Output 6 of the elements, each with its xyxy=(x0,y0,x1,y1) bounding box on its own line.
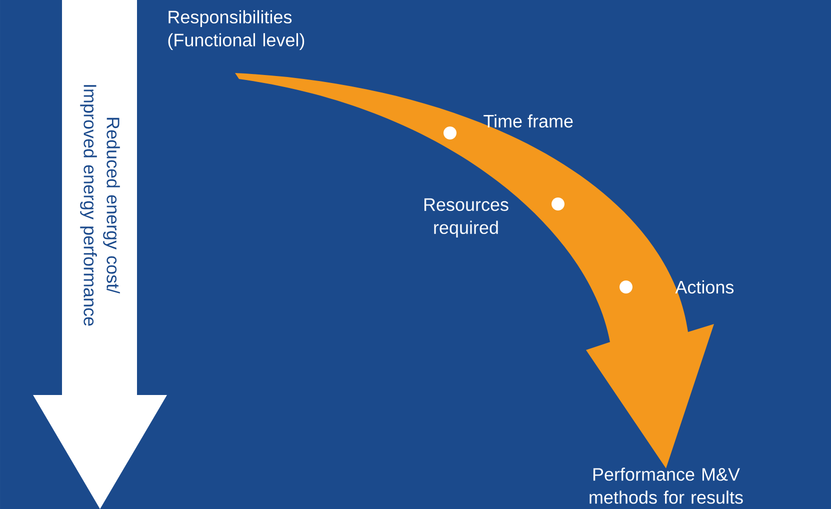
text-label: Responsibilities (Functional level) xyxy=(168,10,304,50)
step-label: Actions xyxy=(675,280,734,294)
curved-arrow xyxy=(235,73,714,468)
step-label: Resources required xyxy=(424,198,508,238)
text-label: Performance M&V methods for results xyxy=(590,468,743,504)
step-label: Time frame xyxy=(484,114,573,128)
